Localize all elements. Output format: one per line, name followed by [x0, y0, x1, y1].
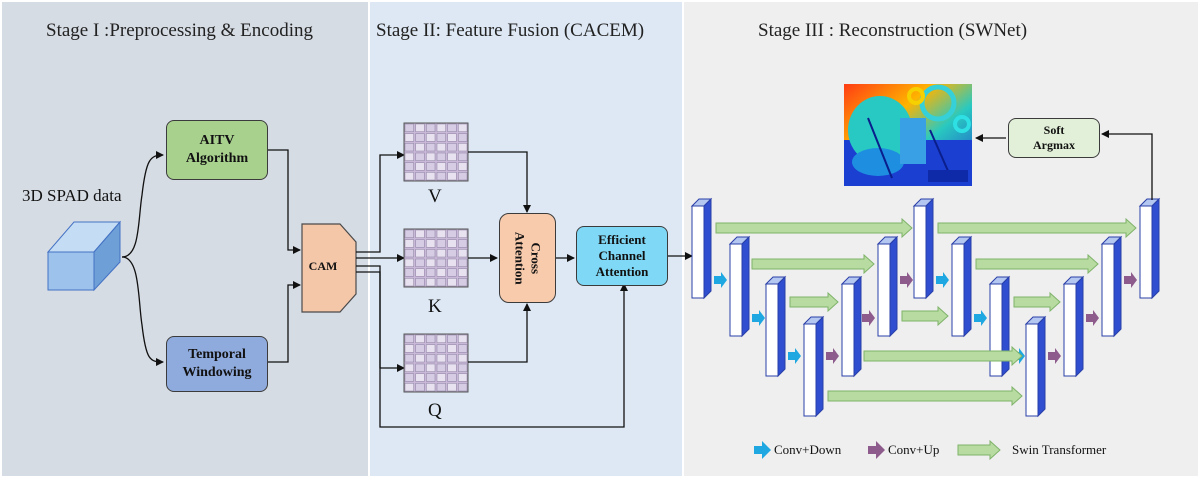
q-matrix-grid — [403, 333, 469, 393]
v-label: V — [428, 186, 442, 207]
legend-conv-down-arrow — [754, 441, 771, 459]
eca-label: Efficient Channel Attention — [595, 231, 649, 280]
stage-2-title: Stage II: Feature Fusion (CACEM) — [376, 20, 645, 41]
k-label: K — [428, 296, 442, 317]
cam-label: CAM — [308, 259, 338, 274]
legend-conv-up-arrow — [868, 441, 885, 459]
eca-block: Efficient Channel Attention — [576, 226, 668, 286]
stage-3-title: Stage III : Reconstruction (SWNet) — [758, 20, 1028, 41]
soft-argmax-block: Soft Argmax — [1008, 118, 1100, 158]
cam-block — [301, 223, 357, 313]
spad-cube-icon — [46, 220, 122, 292]
soft-argmax-label: Soft Argmax — [1033, 123, 1075, 152]
k-matrix-grid — [403, 228, 469, 288]
input-label: 3D SPAD data — [22, 186, 122, 205]
cross-attention-block: Cross Attention — [499, 213, 556, 303]
temporal-windowing-label: Temporal Windowing — [182, 346, 252, 380]
q-label: Q — [428, 400, 442, 421]
cross-attention-label: Cross Attention — [512, 231, 544, 285]
depth-map-image — [844, 84, 972, 186]
temporal-windowing-block: Temporal Windowing — [166, 336, 268, 392]
legend-conv-down-label: Conv+Down — [774, 442, 842, 457]
aitv-block: AITV Algorithm — [166, 120, 268, 180]
legend-swin-arrow — [957, 439, 1001, 461]
stage-1-title: Stage I :Preprocessing & Encoding — [46, 20, 314, 41]
swnet-unet — [690, 197, 1161, 418]
legend-conv-up-label: Conv+Up — [888, 442, 940, 457]
legend-swin-label: Swin Transformer — [1012, 442, 1107, 457]
aitv-label: AITV Algorithm — [185, 132, 249, 166]
v-matrix-grid — [403, 122, 469, 182]
